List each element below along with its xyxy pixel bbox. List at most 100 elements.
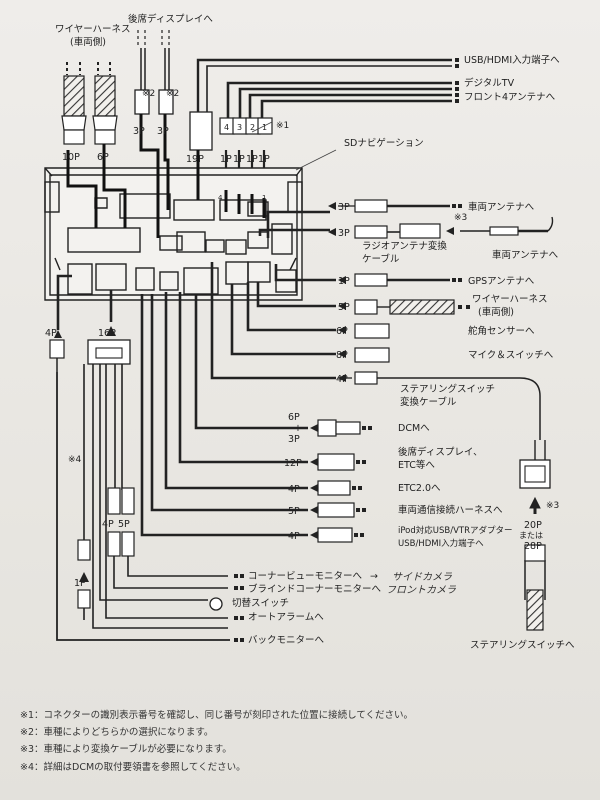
- sd-navigation-unit: [44, 167, 303, 301]
- label-radio-antenna-cable-2: ケーブル: [362, 253, 400, 265]
- label-ipod-usb-2: USB/HDMI入力端子へ: [398, 538, 484, 549]
- svg-text:4: 4: [218, 194, 223, 202]
- reference-marks: ※1 ※2 ※2 ※3 ※3 ※4: [68, 89, 559, 511]
- label-rear-display-etc-2: ETC等へ: [398, 459, 435, 471]
- svg-text:3P: 3P: [338, 202, 350, 213]
- svg-text:3P: 3P: [157, 126, 169, 137]
- label-auto-alarm: オートアラームへ: [248, 612, 324, 623]
- rear-display-3p-plug-a: [134, 30, 150, 115]
- label-rear-display-etc-1: 後席ディスプレイ、: [398, 446, 483, 458]
- wire-harness-10p-plug: [61, 62, 87, 145]
- svg-text:+: +: [294, 423, 302, 434]
- svg-text:3P: 3P: [338, 228, 350, 239]
- svg-text:4: 4: [224, 123, 229, 132]
- footnote-2: ※2：車種によりどちらかの選択になります。: [20, 727, 214, 739]
- left-arrows: [54, 326, 244, 642]
- svg-text:※4: ※4: [68, 455, 82, 465]
- svg-text:4P: 4P: [102, 519, 114, 530]
- svg-text:3: 3: [237, 123, 242, 132]
- svg-text:20P: 20P: [524, 520, 542, 531]
- svg-text:1: 1: [262, 194, 266, 202]
- left-bottom-harness: [49, 274, 230, 641]
- svg-text:1P: 1P: [233, 154, 245, 165]
- label-steering-sensor: 舵角センサーへ: [468, 325, 535, 337]
- svg-text:28P: 28P: [524, 541, 542, 552]
- svg-text:※1: ※1: [276, 121, 289, 131]
- svg-text:4P: 4P: [288, 484, 300, 495]
- right-side-arrows: [328, 202, 470, 382]
- nav-internal-leads: [66, 114, 266, 238]
- svg-text:5P: 5P: [288, 506, 300, 517]
- svg-text:16P: 16P: [98, 328, 116, 339]
- svg-text:1P: 1P: [74, 578, 86, 589]
- svg-text:3P: 3P: [133, 126, 145, 137]
- radio-antenna-plug: [547, 216, 554, 232]
- svg-text:6P: 6P: [97, 152, 109, 163]
- label-wire-harness-right: ワイヤーハーネス: [472, 294, 548, 305]
- footnote-1: ※1：コネクターの識別表示番号を確認し、同じ番号が刻印された位置に接続してくださ…: [20, 710, 414, 721]
- label-gps-antenna: GPSアンテナへ: [468, 276, 535, 287]
- svg-text:8P: 8P: [336, 350, 348, 361]
- svg-text:※3: ※3: [454, 213, 467, 223]
- rear-display-3p-plug-b: [158, 30, 174, 115]
- pointer-line: [251, 121, 337, 171]
- middle-connections: [140, 292, 361, 543]
- svg-text:4P: 4P: [336, 374, 348, 385]
- svg-text:3P: 3P: [288, 434, 300, 445]
- label-front-4-antenna: フロント4アンテナへ: [464, 92, 556, 103]
- antenna-1p-boxes: [219, 117, 273, 135]
- label-usb-hdmi: USB/HDMI入力端子へ: [464, 54, 560, 66]
- svg-text:10P: 10P: [62, 152, 80, 163]
- svg-text:12P: 12P: [284, 458, 302, 469]
- top-cable-ends: [455, 58, 459, 103]
- svg-text:4P: 4P: [45, 328, 57, 339]
- label-side-camera-handwritten: サイドカメラ: [392, 572, 452, 583]
- svg-text:1P: 1P: [246, 154, 258, 165]
- svg-text:※2: ※2: [142, 89, 155, 99]
- diagram-labels: ワイヤーハーネス (車両側) 後席ディスプレイへ USB/HDMI入力端子へ デ…: [55, 13, 575, 651]
- footnote-3: ※3：車種により変換ケーブルが必要になります。: [20, 744, 232, 756]
- label-or: または: [519, 531, 543, 540]
- label-digital-tv: デジタルTV: [464, 77, 515, 89]
- middle-arrows: [310, 424, 372, 539]
- svg-text:1P: 1P: [338, 276, 350, 287]
- label-back-monitor: バックモニターへ: [248, 635, 325, 646]
- label-steering-switch-cable-1: ステアリングスイッチ: [400, 383, 495, 395]
- label-wire-harness-left-sub: (車両側): [70, 36, 106, 48]
- label-sd-navigation: SDナビゲーション: [344, 137, 424, 149]
- label-wire-harness-right-sub: (車両側): [478, 306, 514, 318]
- label-blind-corner-monitor: ブラインドコーナーモニターへ: [248, 583, 382, 595]
- svg-text:※2: ※2: [166, 89, 179, 99]
- footnote-4: ※4：詳細はDCMの取付要領書を参照してください。: [20, 761, 246, 773]
- label-arrow-1: →: [370, 571, 378, 582]
- svg-text:19P: 19P: [186, 154, 204, 165]
- label-front-camera-handwritten: フロントカメラ: [386, 585, 456, 596]
- svg-text:5P: 5P: [118, 519, 130, 530]
- label-radio-antenna-cable-1: ラジオアンテナ変換: [362, 240, 447, 252]
- label-dcm: DCMへ: [398, 423, 430, 434]
- top-cables: [189, 58, 452, 151]
- connector-labels: 10P 6P 3P 3P 19P 1P 1P 1P 1P 4 3 2 1 4 1…: [45, 123, 542, 589]
- svg-text:1P: 1P: [258, 154, 270, 165]
- label-steering-switch: ステアリングスイッチへ: [470, 639, 575, 651]
- right-side-connections: [210, 199, 548, 440]
- wire-harness-6p-plug: [92, 62, 118, 145]
- label-corner-view-monitor: コーナービューモニターへ: [248, 571, 363, 582]
- footnotes: ※1：コネクターの識別表示番号を確認し、同じ番号が刻印された位置に接続してくださ…: [20, 707, 590, 776]
- svg-text:6P: 6P: [288, 412, 300, 423]
- svg-text:※3: ※3: [546, 501, 559, 511]
- svg-text:1P: 1P: [220, 154, 232, 165]
- svg-text:4P: 4P: [288, 531, 300, 542]
- label-ipod-usb-1: iPod対応USB/VTRアダプター: [398, 525, 513, 536]
- svg-text:5P: 5P: [338, 302, 350, 313]
- label-vehicle-antenna-1: 車両アンテナへ: [468, 201, 535, 213]
- label-rear-display: 後席ディスプレイへ: [128, 13, 213, 25]
- label-wire-harness-left: ワイヤーハーネス: [55, 24, 131, 35]
- steering-arrow: [529, 496, 541, 514]
- label-switch: 切替スイッチ: [232, 597, 289, 609]
- svg-text:1: 1: [262, 123, 267, 132]
- svg-text:2: 2: [250, 123, 255, 132]
- steering-switch-cable: [519, 440, 551, 631]
